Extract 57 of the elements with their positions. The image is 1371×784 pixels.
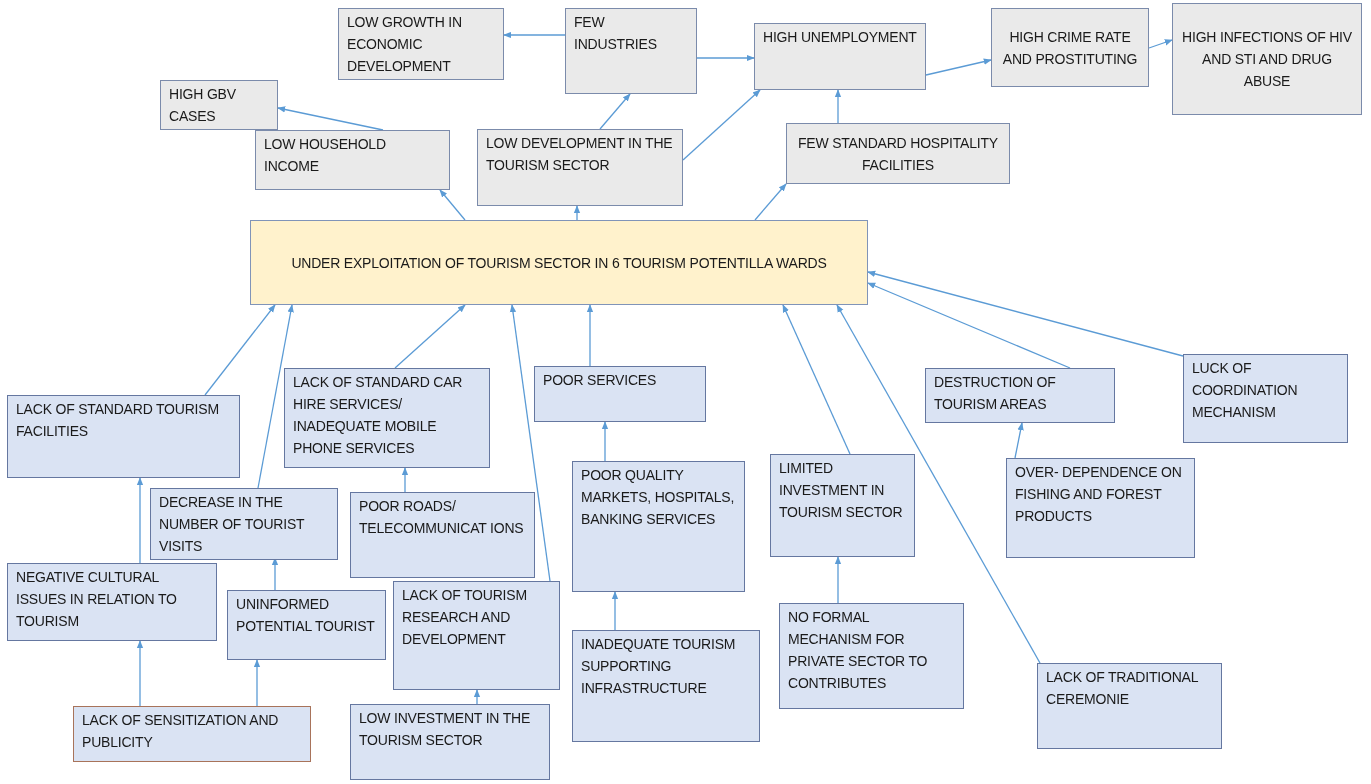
cause-effect-box: HIGH CRIME RATE AND PROSTITUTING xyxy=(991,8,1149,87)
cause-effect-box: LOW DEVELOPMENT IN THE TOURISM SECTOR xyxy=(477,129,683,206)
arrow xyxy=(834,89,842,124)
arrow xyxy=(503,31,566,39)
cause-effect-box: INADEQUATE TOURISM SUPPORTING INFRASTRUCTURE xyxy=(572,630,760,742)
arrow xyxy=(696,54,755,62)
arrow xyxy=(834,556,842,604)
arrow xyxy=(277,106,384,131)
arrow xyxy=(836,304,1041,664)
arrow xyxy=(682,89,761,161)
arrow xyxy=(401,467,409,493)
arrow xyxy=(586,304,594,367)
cause-effect-box: HIGH INFECTIONS OF HIV AND STI AND DRUG ABUSE xyxy=(1172,3,1362,115)
arrow xyxy=(925,58,992,76)
arrow xyxy=(509,304,551,582)
cause-effect-box: LACK OF TRADITIONAL CEREMONIE xyxy=(1037,663,1222,749)
cause-effect-box: LUCK OF COORDINATION MECHANISM xyxy=(1183,354,1348,443)
cause-effect-box: NEGATIVE CULTURAL ISSUES IN RELATION TO TOURISM xyxy=(7,563,217,641)
cause-effect-box: POOR ROADS/ TELECOMMUNICAT IONS xyxy=(350,492,535,578)
arrow xyxy=(867,282,1071,369)
cause-effect-box: OVER- DEPENDENCE ON FISHING AND FOREST PRODUCTS xyxy=(1006,458,1195,558)
problem-box: UNDER EXPLOITATION OF TOURISM SECTOR IN 6 TOURISM POTENTILLA WARDS xyxy=(250,220,868,305)
cause-effect-box: HIGH UNEMPLOYMENT xyxy=(754,23,926,90)
cause-effect-box: DESTRUCTION OF TOURISM AREAS xyxy=(925,368,1115,423)
cause-effect-box: LACK OF STANDARD TOURISM FACILITIES xyxy=(7,395,240,478)
arrow xyxy=(1014,422,1024,459)
cause-effect-box: DECREASE IN THE NUMBER OF TOURIST VISITS xyxy=(150,488,338,560)
cause-effect-box: LACK OF TOURISM RESEARCH AND DEVELOPMENT xyxy=(393,581,560,690)
arrow xyxy=(136,477,144,564)
cause-effect-box: LIMITED INVESTMENT IN TOURISM SECTOR xyxy=(770,454,915,557)
cause-effect-box: LOW GROWTH IN ECONOMIC DEVELOPMENT xyxy=(338,8,504,80)
arrow xyxy=(573,205,581,221)
arrow xyxy=(601,421,609,462)
arrow xyxy=(1148,39,1173,49)
cause-effect-box: POOR QUALITY MARKETS, HOSPITALS, BANKING SERVICES xyxy=(572,461,745,592)
cause-effect-box: POOR SERVICES xyxy=(534,366,706,422)
arrow xyxy=(253,659,261,707)
arrow xyxy=(439,189,466,221)
arrow xyxy=(867,270,1184,357)
cause-effect-box: FEW INDUSTRIES xyxy=(565,8,697,94)
arrow xyxy=(599,93,631,130)
arrow xyxy=(394,304,466,369)
arrow xyxy=(782,304,851,455)
cause-effect-box: FEW STANDARD HOSPITALITY FACILITIES xyxy=(786,123,1010,184)
arrow xyxy=(611,591,619,631)
cause-effect-box: LOW HOUSEHOLD INCOME xyxy=(255,130,450,190)
cause-effect-box: UNINFORMED POTENTIAL TOURIST xyxy=(227,590,386,660)
cause-effect-box: NO FORMAL MECHANISM FOR PRIVATE SECTOR TO CONTRIBUTES xyxy=(779,603,964,709)
cause-effect-box: HIGH GBV CASES xyxy=(160,80,278,130)
cause-effect-box: LOW INVESTMENT IN THE TOURISM SECTOR xyxy=(350,704,550,780)
arrow xyxy=(473,689,481,705)
arrow xyxy=(754,183,787,221)
arrow xyxy=(136,640,144,707)
arrow xyxy=(257,304,294,489)
arrow xyxy=(204,304,276,396)
cause-effect-box: LACK OF SENSITIZATION AND PUBLICITY xyxy=(73,706,311,762)
cause-effect-box: LACK OF STANDARD CAR HIRE SERVICES/ INADEQUATE MOBILE PHONE SERVICES xyxy=(284,368,490,468)
